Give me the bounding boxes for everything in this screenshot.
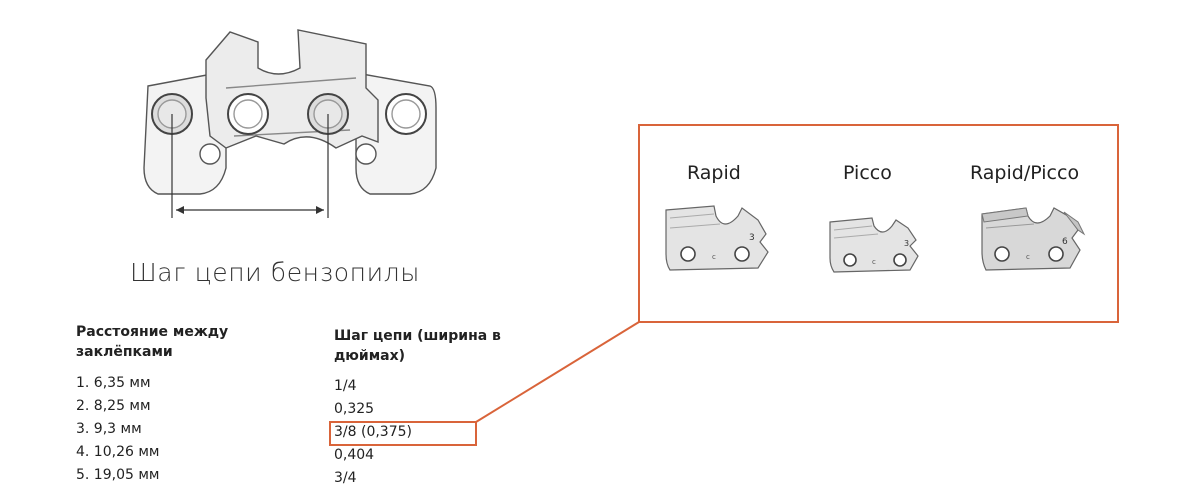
rapid-picco-cutter-image: c 6 — [981, 207, 1086, 271]
list-item: 3/4 — [334, 470, 357, 486]
list-item: 5. 19,05 мм — [76, 467, 160, 483]
highlight-frame — [329, 421, 477, 446]
chain-label-rapid: Rapid — [687, 162, 741, 184]
list-item: 0,404 — [334, 447, 375, 463]
list-item: 4. 10,26 мм — [76, 444, 160, 460]
list-item: 2. 8,25 мм — [76, 398, 151, 414]
list-item: 1. 6,35 мм — [76, 375, 151, 391]
list-item: 1/4 — [334, 378, 357, 394]
svg-text:c: c — [1026, 253, 1030, 261]
rivet-distance-header: Расстояние между заклёпками — [76, 324, 229, 360]
list-item: 3/8 (0,375) — [334, 424, 412, 440]
list-item: 0,325 — [334, 401, 375, 417]
chain-label-picco: Picco — [843, 162, 892, 184]
pitch-header: Шаг цепи (ширина в дюймах) — [334, 328, 501, 364]
rapid-mark: 3 — [749, 233, 755, 243]
page-title: Шаг цепи бензопилы — [130, 258, 420, 287]
rapid-cutter-image: c 3 — [665, 205, 769, 271]
svg-text:c: c — [872, 258, 876, 266]
picco-mark: 3 — [904, 239, 909, 248]
picco-cutter-image: c 3 — [829, 217, 919, 273]
svg-text:c: c — [712, 253, 716, 261]
list-item: 3. 9,3 мм — [76, 421, 142, 437]
rapid-picco-mark: 6 — [1062, 237, 1068, 247]
rivet-distance-list: 1. 6,35 мм 2. 8,25 мм 3. 9,3 мм 4. 10,26… — [76, 372, 159, 487]
chain-label-rapid-picco: Rapid/Picco — [970, 162, 1080, 184]
chain-pitch-diagram — [143, 29, 437, 218]
pitch-list: 1/4 0,325 3/8 (0,375) 0,404 3/4 — [334, 375, 412, 490]
